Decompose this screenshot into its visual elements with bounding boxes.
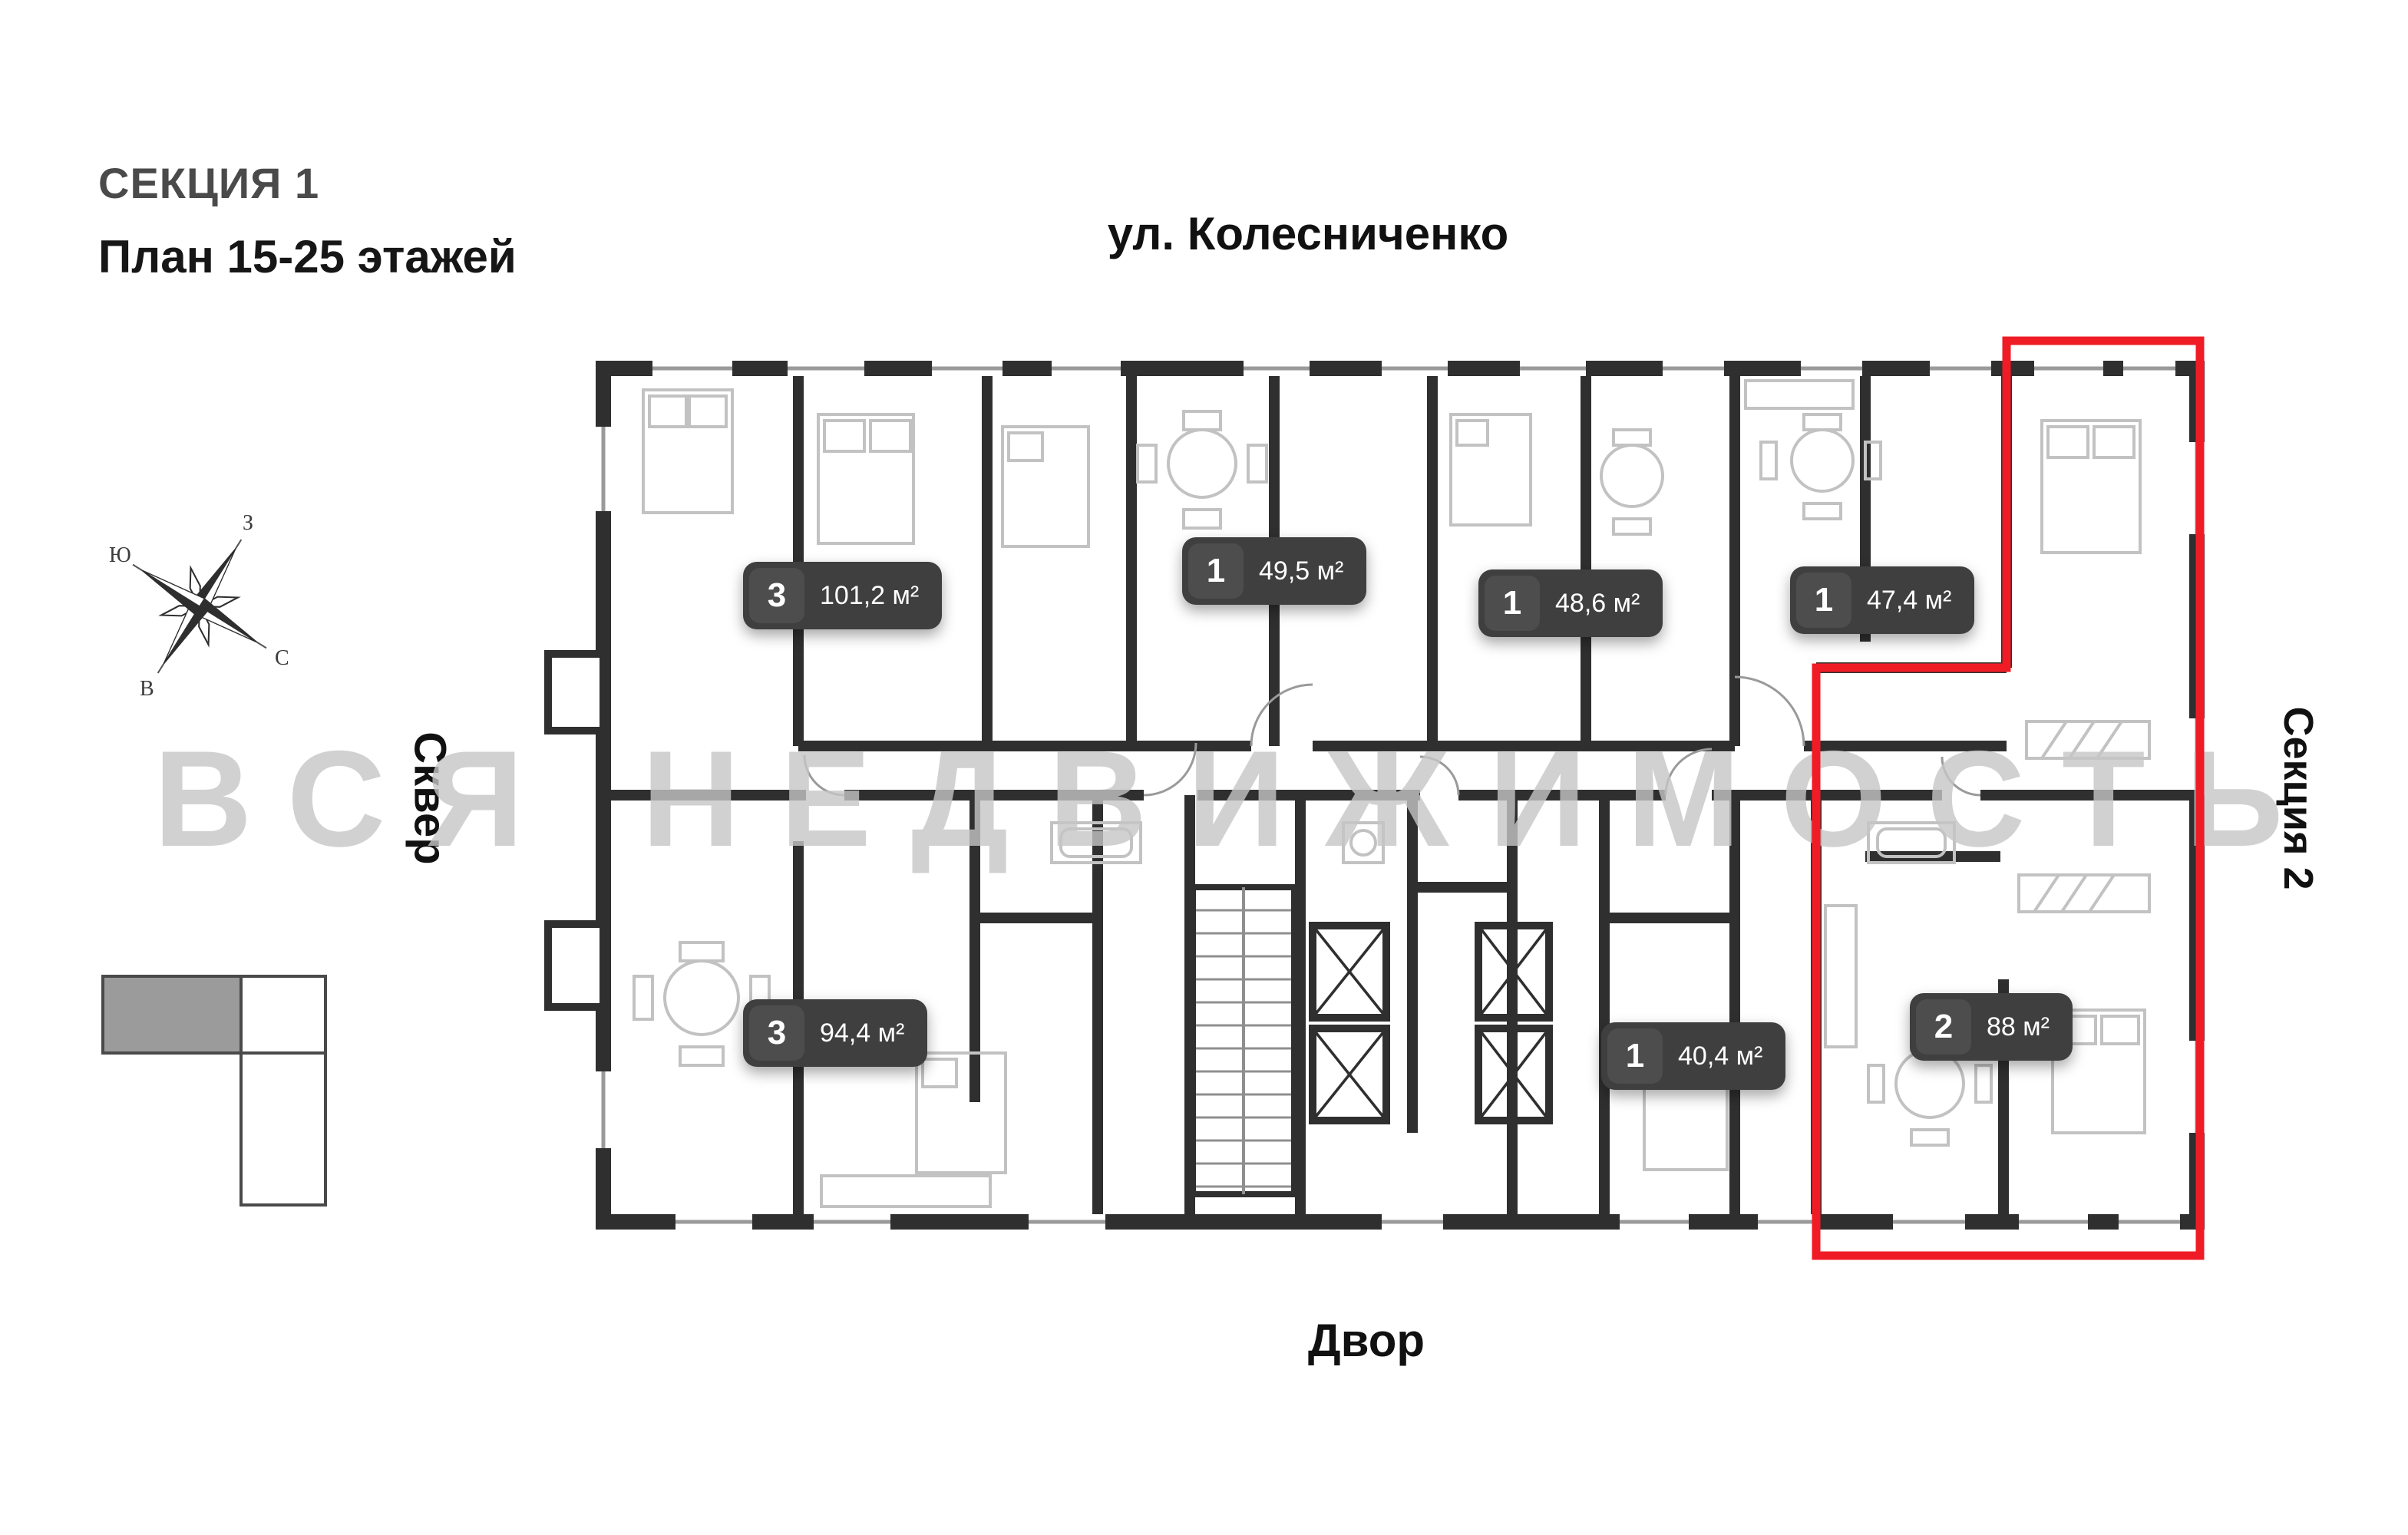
apartment-rooms-count: 1 (1485, 576, 1540, 631)
apartment-rooms-count: 3 (749, 568, 804, 623)
section-title: СЕКЦИЯ 1 (98, 159, 320, 207)
apartment-badge[interactable]: 3 101,2 м² (743, 562, 943, 629)
apartment-area-label: 47,4 м² (1867, 585, 1952, 615)
apartment-area-label: 48,6 м² (1555, 588, 1640, 618)
staircase (1190, 884, 1297, 1197)
apartment-area-label: 94,4 м² (820, 1018, 905, 1048)
apartment-badge[interactable]: 1 48,6 м² (1478, 569, 1663, 637)
courtyard-label: Двор (1307, 1315, 1425, 1366)
compass-north-label: С (275, 646, 289, 670)
compass-south-label: Ю (109, 543, 131, 567)
apartment-rooms-count: 1 (1796, 573, 1851, 628)
floor-plan-drawing (544, 358, 2207, 1232)
apartment-badge[interactable]: 1 47,4 м² (1790, 566, 1975, 634)
park-side-label: Сквер (405, 731, 455, 865)
compass-west-label: З (243, 511, 254, 535)
compass-east-label: В (140, 677, 154, 701)
adjacent-section-label: Секция 2 (2275, 706, 2321, 890)
compass-rose: З С Ю В (92, 499, 307, 714)
building-footprint-icon (101, 975, 327, 1207)
plan-floors-subtitle: План 15-25 этажей (98, 231, 517, 282)
apartment-area-label: 88 м² (1987, 1012, 2050, 1041)
apartment-rooms-count: 1 (1188, 543, 1244, 599)
apartment-area-label: 40,4 м² (1678, 1041, 1763, 1071)
apartment-badge[interactable]: 2 88 м² (1910, 993, 2073, 1061)
apartment-rooms-count: 3 (749, 1005, 804, 1061)
elevator-shafts (1309, 922, 1553, 1124)
apartment-badge[interactable]: 1 49,5 м² (1182, 537, 1367, 605)
apartment-area-label: 49,5 м² (1259, 556, 1344, 586)
compass-rose-icon (132, 539, 267, 674)
apartment-badge[interactable]: 1 40,4 м² (1601, 1022, 1786, 1090)
street-name-label: ул. Колесниченко (1107, 208, 1509, 259)
apartment-rooms-count: 2 (1916, 999, 1971, 1055)
apartment-rooms-count: 1 (1607, 1028, 1663, 1084)
apartment-area-label: 101,2 м² (820, 580, 920, 610)
apartment-badge[interactable]: 3 94,4 м² (743, 999, 928, 1067)
